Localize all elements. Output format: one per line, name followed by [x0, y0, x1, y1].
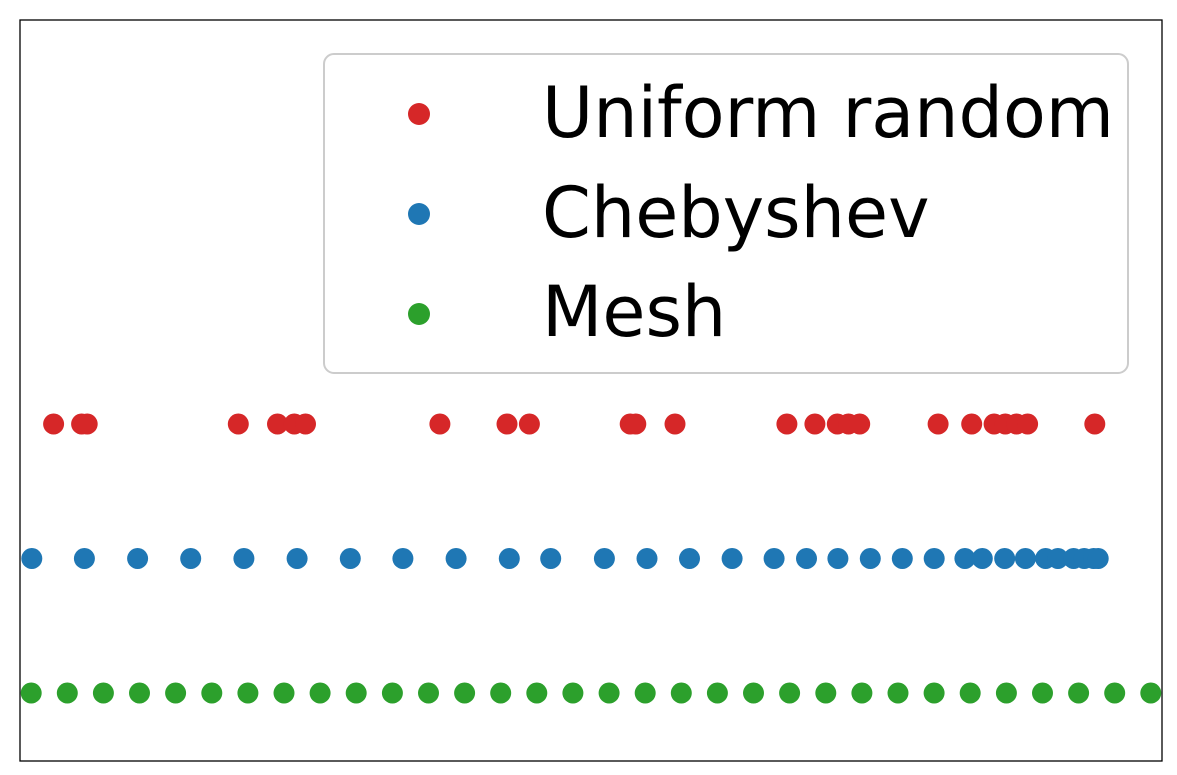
point-mesh [959, 682, 981, 704]
point-mesh [418, 682, 439, 704]
point-mesh [634, 682, 656, 704]
point-uniform-random [961, 413, 983, 435]
point-mesh [995, 682, 1017, 704]
point-uniform-random [227, 413, 249, 435]
point-mesh [1140, 682, 1162, 704]
point-uniform-random [1084, 413, 1106, 435]
point-mesh [526, 682, 548, 704]
point-chebyshev [339, 548, 361, 569]
point-uniform-random [776, 413, 798, 435]
point-mesh [743, 682, 764, 704]
legend-marker-uniform-random [408, 103, 430, 125]
point-chebyshev [763, 548, 785, 569]
point-mesh [1104, 682, 1126, 704]
point-chebyshev [498, 548, 520, 569]
legend: Uniform random Chebyshev Mesh [323, 53, 1129, 374]
point-chebyshev [971, 548, 993, 569]
point-mesh [490, 682, 512, 704]
point-mesh [706, 682, 728, 704]
point-chebyshev [679, 548, 700, 569]
point-chebyshev [593, 548, 615, 569]
point-chebyshev [73, 548, 95, 569]
point-chebyshev [21, 548, 43, 569]
point-chebyshev [127, 548, 149, 569]
point-uniform-random [496, 413, 518, 435]
point-mesh [454, 682, 476, 704]
point-chebyshev [891, 548, 913, 569]
point-mesh [1068, 682, 1090, 704]
point-chebyshev [827, 548, 849, 569]
point-uniform-random [625, 413, 647, 435]
point-mesh [56, 682, 78, 704]
point-chebyshev [233, 548, 255, 569]
point-mesh [851, 682, 873, 704]
point-mesh [670, 682, 692, 704]
point-mesh [309, 682, 331, 704]
legend-label-uniform-random: Uniform random [542, 72, 1114, 154]
point-uniform-random [43, 413, 65, 435]
point-uniform-random [664, 413, 686, 435]
point-uniform-random [927, 413, 949, 435]
point-chebyshev [1087, 548, 1109, 569]
point-uniform-random [429, 413, 451, 435]
point-uniform-random [295, 413, 316, 435]
point-mesh [129, 682, 150, 704]
point-chebyshev [1047, 548, 1069, 569]
point-chebyshev [180, 548, 202, 569]
point-uniform-random [267, 413, 288, 435]
point-mesh [381, 682, 403, 704]
point-mesh [923, 682, 945, 704]
legend-marker-mesh [408, 303, 430, 325]
point-mesh [273, 682, 295, 704]
point-mesh [92, 682, 114, 704]
point-chebyshev [796, 548, 817, 569]
point-chebyshev [994, 548, 1016, 569]
point-chebyshev [392, 548, 414, 569]
point-mesh [562, 682, 584, 704]
point-uniform-random [1017, 413, 1039, 435]
legend-label-chebyshev: Chebyshev [542, 172, 930, 254]
point-chebyshev [1014, 548, 1036, 569]
point-mesh [598, 682, 620, 704]
point-mesh [20, 682, 42, 704]
point-mesh [887, 682, 909, 704]
legend-box [323, 53, 1129, 374]
point-uniform-random [76, 413, 98, 435]
point-chebyshev [286, 548, 308, 569]
point-chebyshev [445, 548, 467, 569]
point-chebyshev [636, 548, 658, 569]
points-layer [20, 413, 1162, 704]
point-uniform-random [804, 413, 826, 435]
point-mesh [779, 682, 801, 704]
point-chebyshev [859, 548, 881, 569]
point-mesh [345, 682, 367, 704]
legend-marker-chebyshev [408, 203, 430, 225]
legend-label-mesh: Mesh [542, 271, 726, 353]
point-mesh [815, 682, 837, 704]
point-mesh [165, 682, 187, 704]
point-mesh [237, 682, 259, 704]
point-uniform-random [849, 413, 871, 435]
point-chebyshev [954, 548, 976, 569]
point-chebyshev [721, 548, 743, 569]
point-uniform-random [518, 413, 540, 435]
point-mesh [1032, 682, 1053, 704]
point-mesh [201, 682, 223, 704]
point-chebyshev [923, 548, 945, 569]
point-chebyshev [540, 548, 562, 569]
